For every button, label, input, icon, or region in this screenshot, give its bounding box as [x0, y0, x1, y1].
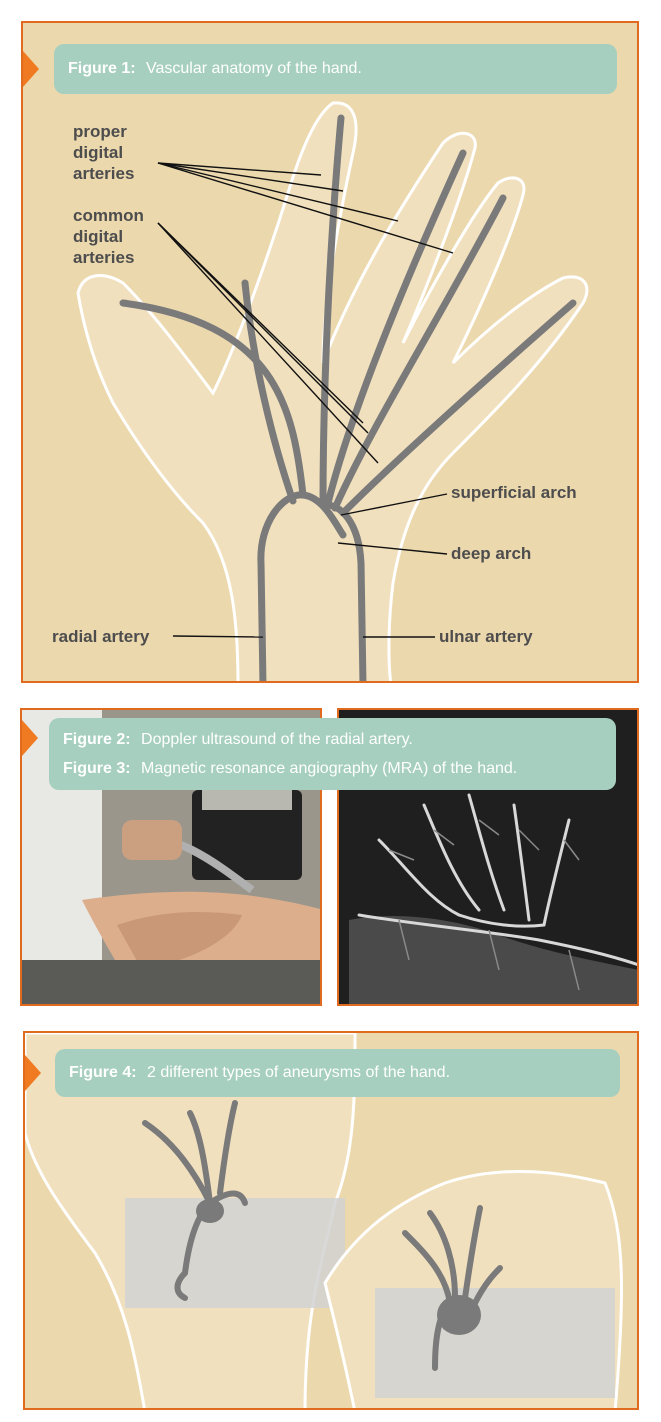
figure-3-number: Figure 3:	[63, 760, 131, 777]
label-deep-arch: deep arch	[451, 544, 532, 563]
figure-4-number: Figure 4:	[69, 1064, 137, 1081]
hand-vascular-diagram	[76, 101, 589, 681]
figure-2-caption-text: Doppler ultrasound of the radial artery.	[141, 731, 413, 748]
label-proper-digital-arteries: proper digital arteries	[73, 122, 135, 183]
figure-2-pointer	[22, 720, 38, 756]
figure-4-caption: Figure 4: 2 different types of aneurysms…	[55, 1049, 620, 1097]
hand-silhouette	[76, 101, 589, 681]
label-superficial-arch: superficial arch	[451, 483, 577, 502]
figure-1-caption: Figure 1: Vascular anatomy of the hand.	[54, 44, 617, 94]
figure-4-caption-text: 2 different types of aneurysms of the ha…	[147, 1064, 451, 1081]
figure-2-number: Figure 2:	[63, 731, 131, 748]
figure-2-3-caption: Figure 2: Doppler ultrasound of the radi…	[49, 718, 616, 790]
figure-3-caption-text: Magnetic resonance angiography (MRA) of …	[141, 760, 518, 777]
label-radial-artery: radial artery	[52, 627, 150, 646]
figure-4-panel: Figure 4: 2 different types of aneurysms…	[23, 1031, 639, 1410]
label-ulnar-artery: ulnar artery	[439, 627, 533, 646]
label-common-digital-arteries: common digital arteries	[73, 206, 144, 267]
saccular-aneurysm	[437, 1295, 481, 1335]
figure-1-number: Figure 1:	[68, 60, 136, 77]
figure-1-panel: Figure 1: Vascular anatomy of the hand. …	[21, 21, 639, 683]
figure-4-pointer	[25, 1055, 41, 1091]
figure-1-caption-text: Vascular anatomy of the hand.	[146, 60, 362, 77]
figure-1-pointer	[23, 51, 39, 87]
